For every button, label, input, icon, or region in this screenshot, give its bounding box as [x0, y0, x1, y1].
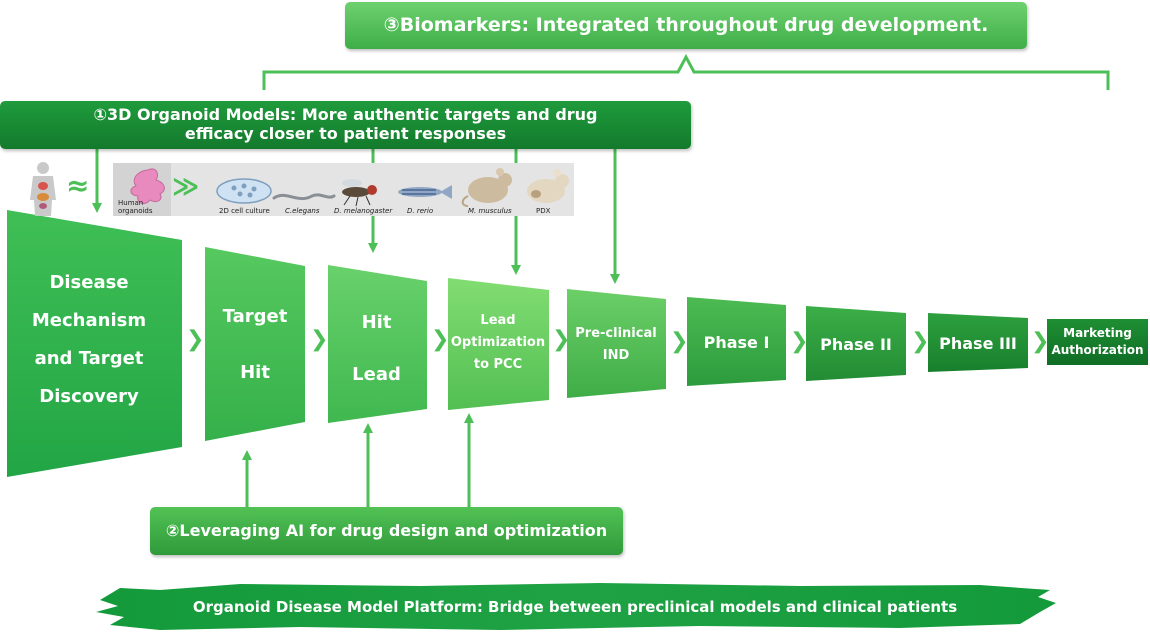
ai-banner-text: ②Leveraging AI for drug design and optim… [165, 521, 608, 540]
organism-label-2d: 2D cell culture [219, 207, 270, 215]
stage-shape-phase1 [687, 297, 786, 386]
stage-target-hit: Target Hit [205, 290, 305, 400]
stage-lead-opt-line3: to PCC [473, 357, 523, 372]
stage-discovery: Disease Mechanism and Target Discovery [10, 255, 168, 425]
stage-discovery-line2: Mechanism [31, 310, 147, 331]
pdx-mouse-icon [527, 169, 569, 203]
stage-shape-phase3 [928, 313, 1028, 372]
stage-shape-marketing [1047, 319, 1148, 365]
fly-icon [342, 179, 377, 207]
stage-shape-phase2 [806, 306, 906, 381]
ai-banner: ②Leveraging AI for drug design and optim… [150, 507, 623, 555]
organoid-banner-line1: ①3D Organoid Models: More authentic targ… [93, 105, 598, 124]
stage-preclinical-line1: Pre-clinical [575, 326, 657, 341]
stage-marketing-line2: Authorization [1051, 343, 1144, 357]
stage-lead-opt-line2: Optimization [450, 335, 546, 350]
chevron-icon: ❯ [911, 329, 930, 354]
stage-marketing: Marketing Authorization [1047, 321, 1148, 363]
organoid-icon [130, 168, 165, 204]
stage-preclinical: Pre-clinical IND [567, 322, 665, 368]
stage-shape-lead-optimization [448, 278, 549, 410]
chevron-icon: ❯ [670, 329, 689, 354]
stage-phase2: Phase II [806, 328, 906, 360]
fish-icon [398, 185, 452, 199]
stage-phase1-line1: Phase I [703, 332, 770, 352]
stage-hit-lead: Hit Lead [328, 294, 425, 404]
stage-marketing-line1: Marketing [1063, 326, 1132, 340]
chevron-icon: ❯ [552, 327, 571, 352]
stage-phase3-line1: Phase III [939, 333, 1017, 353]
chevron-icon: ❯ [431, 327, 450, 352]
stage-target-hit-line1: Target [222, 306, 288, 327]
stage-hit-lead-line2: Lead [352, 364, 401, 385]
chevron-icon: ❯ [186, 327, 205, 352]
organoid-models-banner: ①3D Organoid Models: More authentic targ… [0, 101, 691, 149]
worm-icon [272, 193, 336, 201]
biomarkers-banner-text: ③Biomarkers: Integrated throughout drug … [383, 14, 989, 36]
chevron-icon: ❯ [310, 327, 329, 352]
biomarkers-banner: ③Biomarkers: Integrated throughout drug … [345, 2, 1027, 49]
stage-lead-opt-line1: Lead [480, 313, 516, 328]
petri-dish-icon [216, 178, 272, 204]
stage-phase2-line1: Phase II [820, 334, 892, 354]
stage-target-hit-line2: Hit [240, 362, 270, 383]
stage-discovery-line3: and Target [34, 348, 144, 369]
stage-lead-optimization: Lead Optimization to PCC [448, 305, 548, 381]
organism-label-mouse: M. musculus [468, 207, 512, 215]
organism-label-pdx: PDX [536, 207, 551, 215]
stage-shape-target-hit [205, 247, 305, 441]
human-organoids-label: Human organoids [118, 199, 153, 215]
organoid-banner-line2: efficacy closer to patient responses [184, 124, 507, 143]
organism-label-drosophila: D. melanogaster [334, 207, 393, 215]
footer-title: Organoid Disease Model Platform: Bridge … [192, 598, 958, 616]
much-greater-symbol: ≫ [172, 172, 200, 202]
stage-preclinical-line2: IND [602, 348, 630, 363]
organism-label-celegans: C.elegans [285, 207, 320, 215]
footer-brush [96, 583, 1056, 630]
stage-phase3: Phase III [928, 327, 1028, 359]
stage-shape-hit-lead [328, 265, 427, 423]
stage-discovery-line4: Discovery [39, 386, 139, 407]
biomarker-bracket [262, 53, 1110, 90]
stage-shape-discovery [7, 210, 182, 477]
stage-discovery-line1: Disease [49, 272, 129, 293]
chevron-icon: ❯ [790, 329, 809, 354]
chevron-icon: ❯ [1031, 329, 1050, 354]
mouse-icon [461, 168, 512, 207]
stage-shape-preclinical [567, 289, 666, 398]
stage-hit-lead-line1: Hit [361, 312, 392, 333]
approx-symbol: ≈ [66, 169, 90, 202]
stage-phase1: Phase I [687, 326, 786, 358]
human-body-icon [30, 162, 56, 216]
organism-label-zebrafish: D. rerio [407, 207, 434, 215]
